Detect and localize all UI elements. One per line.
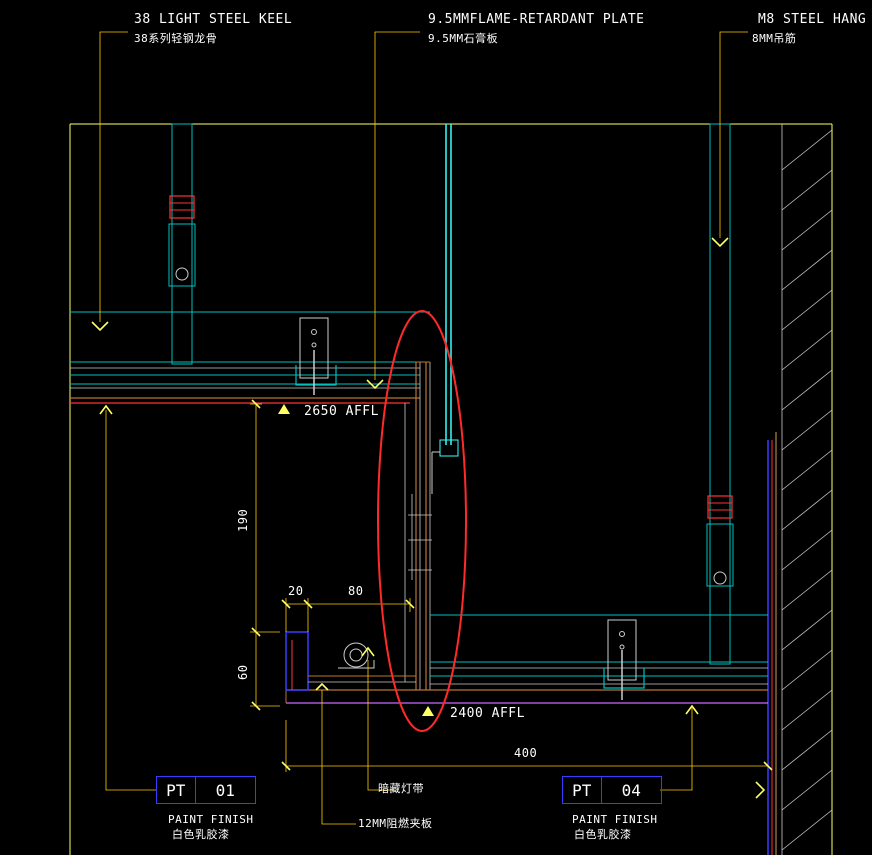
plate-callout-en: 9.5MMFLAME-RETARDANT PLATE [428, 12, 645, 27]
callout-leaders [91, 31, 748, 390]
dim-20: 20 [288, 584, 304, 598]
dim-400: 400 [514, 746, 538, 760]
wall-finish [767, 432, 777, 855]
dim-60: 60 [236, 664, 250, 680]
highlight-ellipse [377, 310, 467, 732]
hanger-callout-cn: 8MM吊筋 [752, 32, 797, 45]
tag-pt01-num: 01 [215, 780, 235, 800]
keel-callout-en: 38 LIGHT STEEL KEEL [134, 12, 293, 27]
tag-pt04-num: 04 [621, 780, 641, 800]
tag-pt01: PT 01 [156, 776, 256, 804]
dim-80: 80 [348, 584, 364, 598]
level-lower: 2400 AFFL [450, 706, 525, 721]
leader-arrows [99, 404, 766, 799]
dim-190: 190 [236, 508, 250, 532]
dimension-ticks [251, 399, 773, 771]
wall-hatch [781, 124, 833, 855]
tag-pt01-en: PAINT FINISH [168, 813, 254, 826]
lower-ceiling-assembly [285, 123, 768, 704]
dimension-lines [105, 403, 768, 825]
note-plywood: 12MM阻燃夹板 [358, 817, 433, 830]
level-markers [278, 404, 434, 716]
tag-pt04-cn: 白色乳胶漆 [574, 828, 632, 841]
tag-pt01-code: PT [157, 777, 196, 803]
tag-pt04-en: PAINT FINISH [572, 813, 658, 826]
keel-callout-cn: 38系列轻钢龙骨 [134, 32, 218, 45]
tag-pt04-code: PT [563, 777, 602, 803]
tag-pt01-cn: 白色乳胶漆 [172, 828, 230, 841]
upper-ceiling-assembly [70, 123, 430, 404]
bulkhead-board [404, 124, 459, 690]
tag-pt04: PT 04 [562, 776, 662, 804]
note-light-strip: 暗藏灯带 [378, 782, 424, 795]
plate-callout-cn: 9.5MM石膏板 [428, 32, 499, 45]
level-upper: 2650 AFFL [304, 404, 379, 419]
hanger-callout-en: M8 STEEL HANG [758, 12, 867, 27]
